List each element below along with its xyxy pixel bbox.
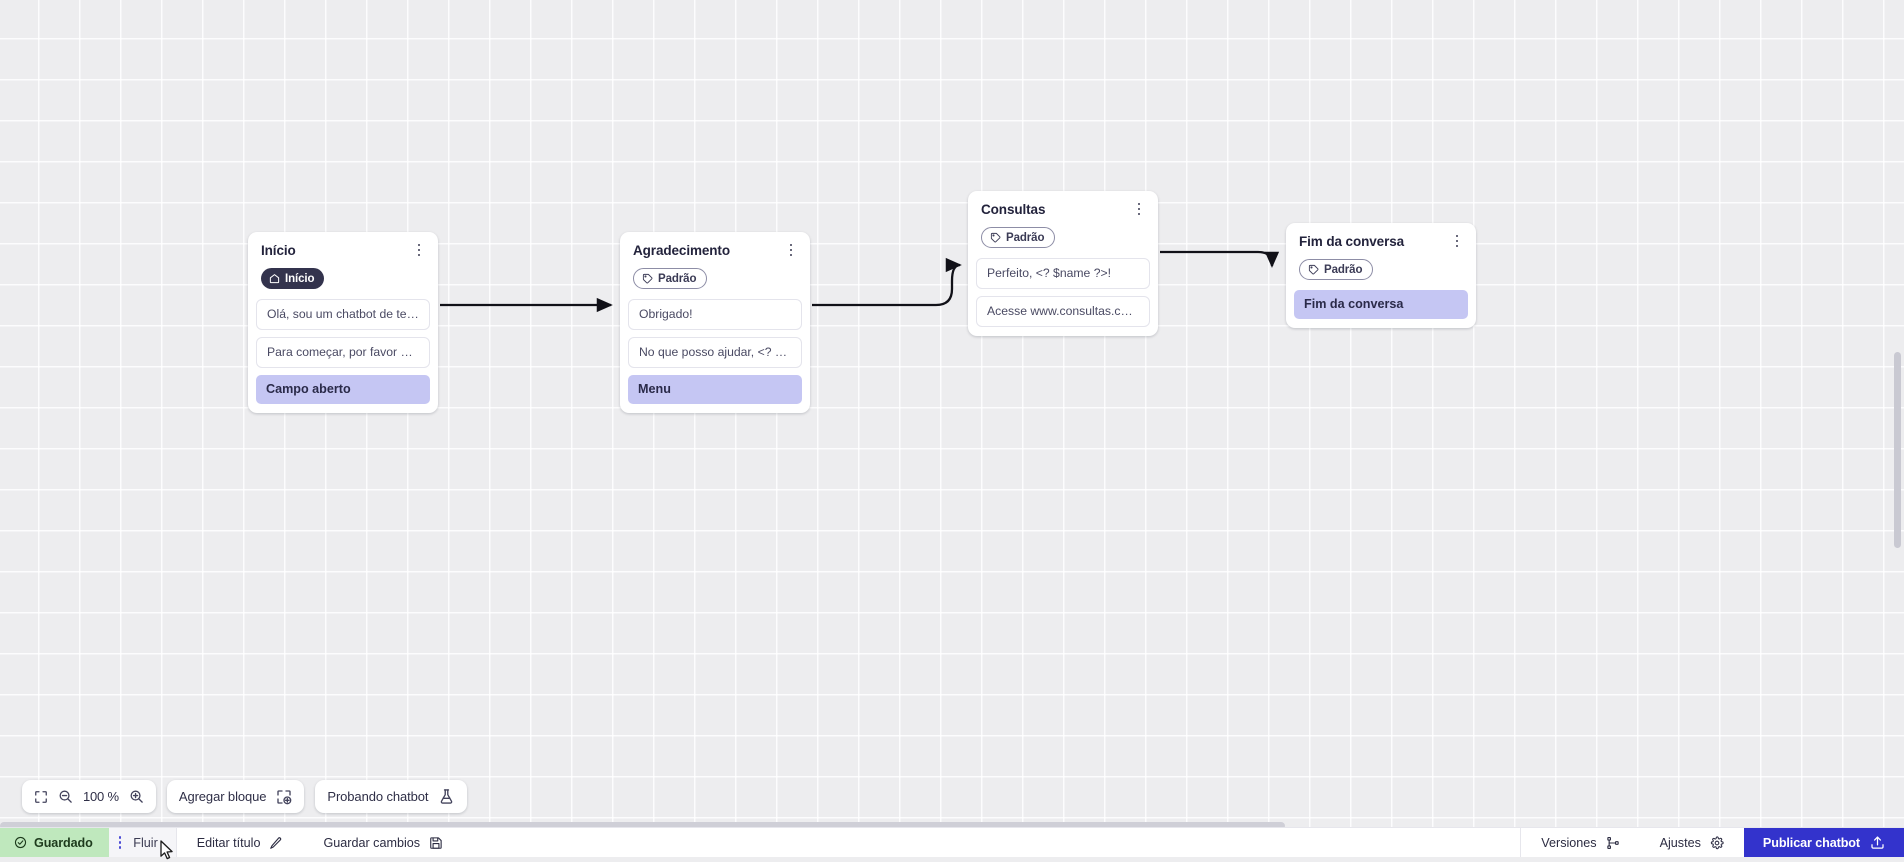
- test-chatbot-label: Probando chatbot: [327, 789, 428, 804]
- node-body: Perfeito, <? $name ?>! Acesse www.consul…: [968, 258, 1158, 336]
- canvas-toolbar: 100 % Agregar bloque: [22, 780, 467, 813]
- settings-button[interactable]: Ajustes: [1640, 828, 1744, 857]
- node-message[interactable]: Perfeito, <? $name ?>!: [976, 258, 1150, 289]
- zoom-controls: 100 %: [22, 780, 156, 813]
- node-badge-label: Início: [285, 273, 314, 285]
- flow-node-agradecimento[interactable]: Agradecimento Padrão Obrigado! No que po…: [620, 232, 810, 413]
- gear-icon: [1710, 836, 1724, 850]
- settings-label: Ajustes: [1660, 836, 1701, 850]
- edit-title-button[interactable]: Editar título: [177, 828, 304, 857]
- node-badge-default[interactable]: Padrão: [981, 227, 1055, 248]
- tab-fluir[interactable]: Fluir: [109, 828, 177, 857]
- node-message[interactable]: Obrigado!: [628, 299, 802, 330]
- status-bar-right: Versiones Ajustes Publicar: [1520, 828, 1904, 857]
- node-menu-button[interactable]: [1448, 232, 1466, 250]
- versions-button[interactable]: Versiones: [1521, 828, 1639, 857]
- node-message[interactable]: Olá, sou um chatbot de teste!: [256, 299, 430, 330]
- saved-label: Guardado: [34, 836, 93, 850]
- publish-label: Publicar chatbot: [1763, 836, 1860, 850]
- saved-indicator: Guardado: [0, 828, 109, 857]
- node-body: Olá, sou um chatbot de teste! Para começ…: [248, 299, 438, 413]
- node-badge-label: Padrão: [1006, 232, 1044, 244]
- node-title: Agradecimento: [633, 243, 797, 259]
- node-header: Fim da conversa Padrão: [1286, 223, 1476, 290]
- vertical-dots-icon[interactable]: [119, 836, 122, 849]
- status-bar-spacer: [463, 828, 1520, 857]
- zoom-out-icon[interactable]: [58, 789, 73, 804]
- edit-title-label: Editar título: [197, 836, 261, 850]
- node-message[interactable]: No que posso ajudar, <? $name ...: [628, 337, 802, 368]
- node-message[interactable]: Para começar, por favor digite o ...: [256, 337, 430, 368]
- node-action[interactable]: Campo aberto: [256, 375, 430, 404]
- zoom-level-label: 100 %: [83, 789, 119, 804]
- node-badge-label: Padrão: [1324, 264, 1362, 276]
- add-block-button[interactable]: Agregar bloque: [167, 780, 305, 813]
- flow-node-consultas[interactable]: Consultas Padrão Perfeito, <? $name ?>! …: [968, 191, 1158, 336]
- flow-node-inicio[interactable]: Início Início Olá, sou um chatbot de tes…: [248, 232, 438, 413]
- node-badge-default[interactable]: Padrão: [633, 268, 707, 289]
- node-title: Início: [261, 243, 425, 259]
- vertical-scrollbar-thumb[interactable]: [1894, 352, 1901, 548]
- node-badge-start[interactable]: Início: [261, 268, 324, 289]
- test-chatbot-button[interactable]: Probando chatbot: [315, 780, 467, 813]
- node-header: Consultas Padrão: [968, 191, 1158, 258]
- connector-edges: [0, 0, 1904, 842]
- node-badge-label: Padrão: [658, 273, 696, 285]
- tag-icon: [642, 273, 653, 284]
- node-body: Obrigado! No que posso ajudar, <? $name …: [620, 299, 810, 413]
- save-changes-button[interactable]: Guardar cambios: [303, 828, 463, 857]
- publish-chatbot-button[interactable]: Publicar chatbot: [1744, 828, 1904, 857]
- tag-icon: [990, 232, 1001, 243]
- node-message[interactable]: Acesse www.consultas.com par...: [976, 296, 1150, 327]
- node-title: Consultas: [981, 202, 1145, 218]
- fit-screen-icon[interactable]: [34, 790, 48, 804]
- node-action[interactable]: Fim da conversa: [1294, 290, 1468, 319]
- save-changes-label: Guardar cambios: [323, 836, 420, 850]
- node-body: Fim da conversa: [1286, 290, 1476, 328]
- edge-agradecimento-consultas: [812, 265, 960, 305]
- tag-icon: [1308, 264, 1319, 275]
- node-badge-default[interactable]: Padrão: [1299, 259, 1373, 280]
- add-block-label: Agregar bloque: [179, 789, 267, 804]
- node-menu-button[interactable]: [410, 241, 428, 259]
- add-block-icon: [276, 789, 292, 805]
- node-title: Fim da conversa: [1299, 234, 1463, 250]
- tab-fluir-label: Fluir: [133, 836, 158, 850]
- pencil-icon: [269, 836, 283, 850]
- versions-label: Versiones: [1541, 836, 1596, 850]
- status-bar: Guardado Fluir Editar título Guardar cam…: [0, 827, 1904, 857]
- flow-canvas[interactable]: Início Início Olá, sou um chatbot de tes…: [0, 0, 1904, 842]
- edge-consultas-fim: [1160, 252, 1272, 266]
- flow-node-fim-da-conversa[interactable]: Fim da conversa Padrão Fim da conversa: [1286, 223, 1476, 328]
- check-circle-icon: [14, 836, 27, 849]
- node-header: Agradecimento Padrão: [620, 232, 810, 299]
- node-header: Início Início: [248, 232, 438, 299]
- home-icon: [269, 273, 280, 284]
- node-menu-button[interactable]: [1130, 200, 1148, 218]
- floppy-disk-icon: [429, 836, 443, 850]
- zoom-in-icon[interactable]: [129, 789, 144, 804]
- upload-icon: [1870, 835, 1885, 850]
- branch-icon: [1606, 836, 1620, 850]
- node-action[interactable]: Menu: [628, 375, 802, 404]
- node-menu-button[interactable]: [782, 241, 800, 259]
- flask-icon: [438, 788, 455, 805]
